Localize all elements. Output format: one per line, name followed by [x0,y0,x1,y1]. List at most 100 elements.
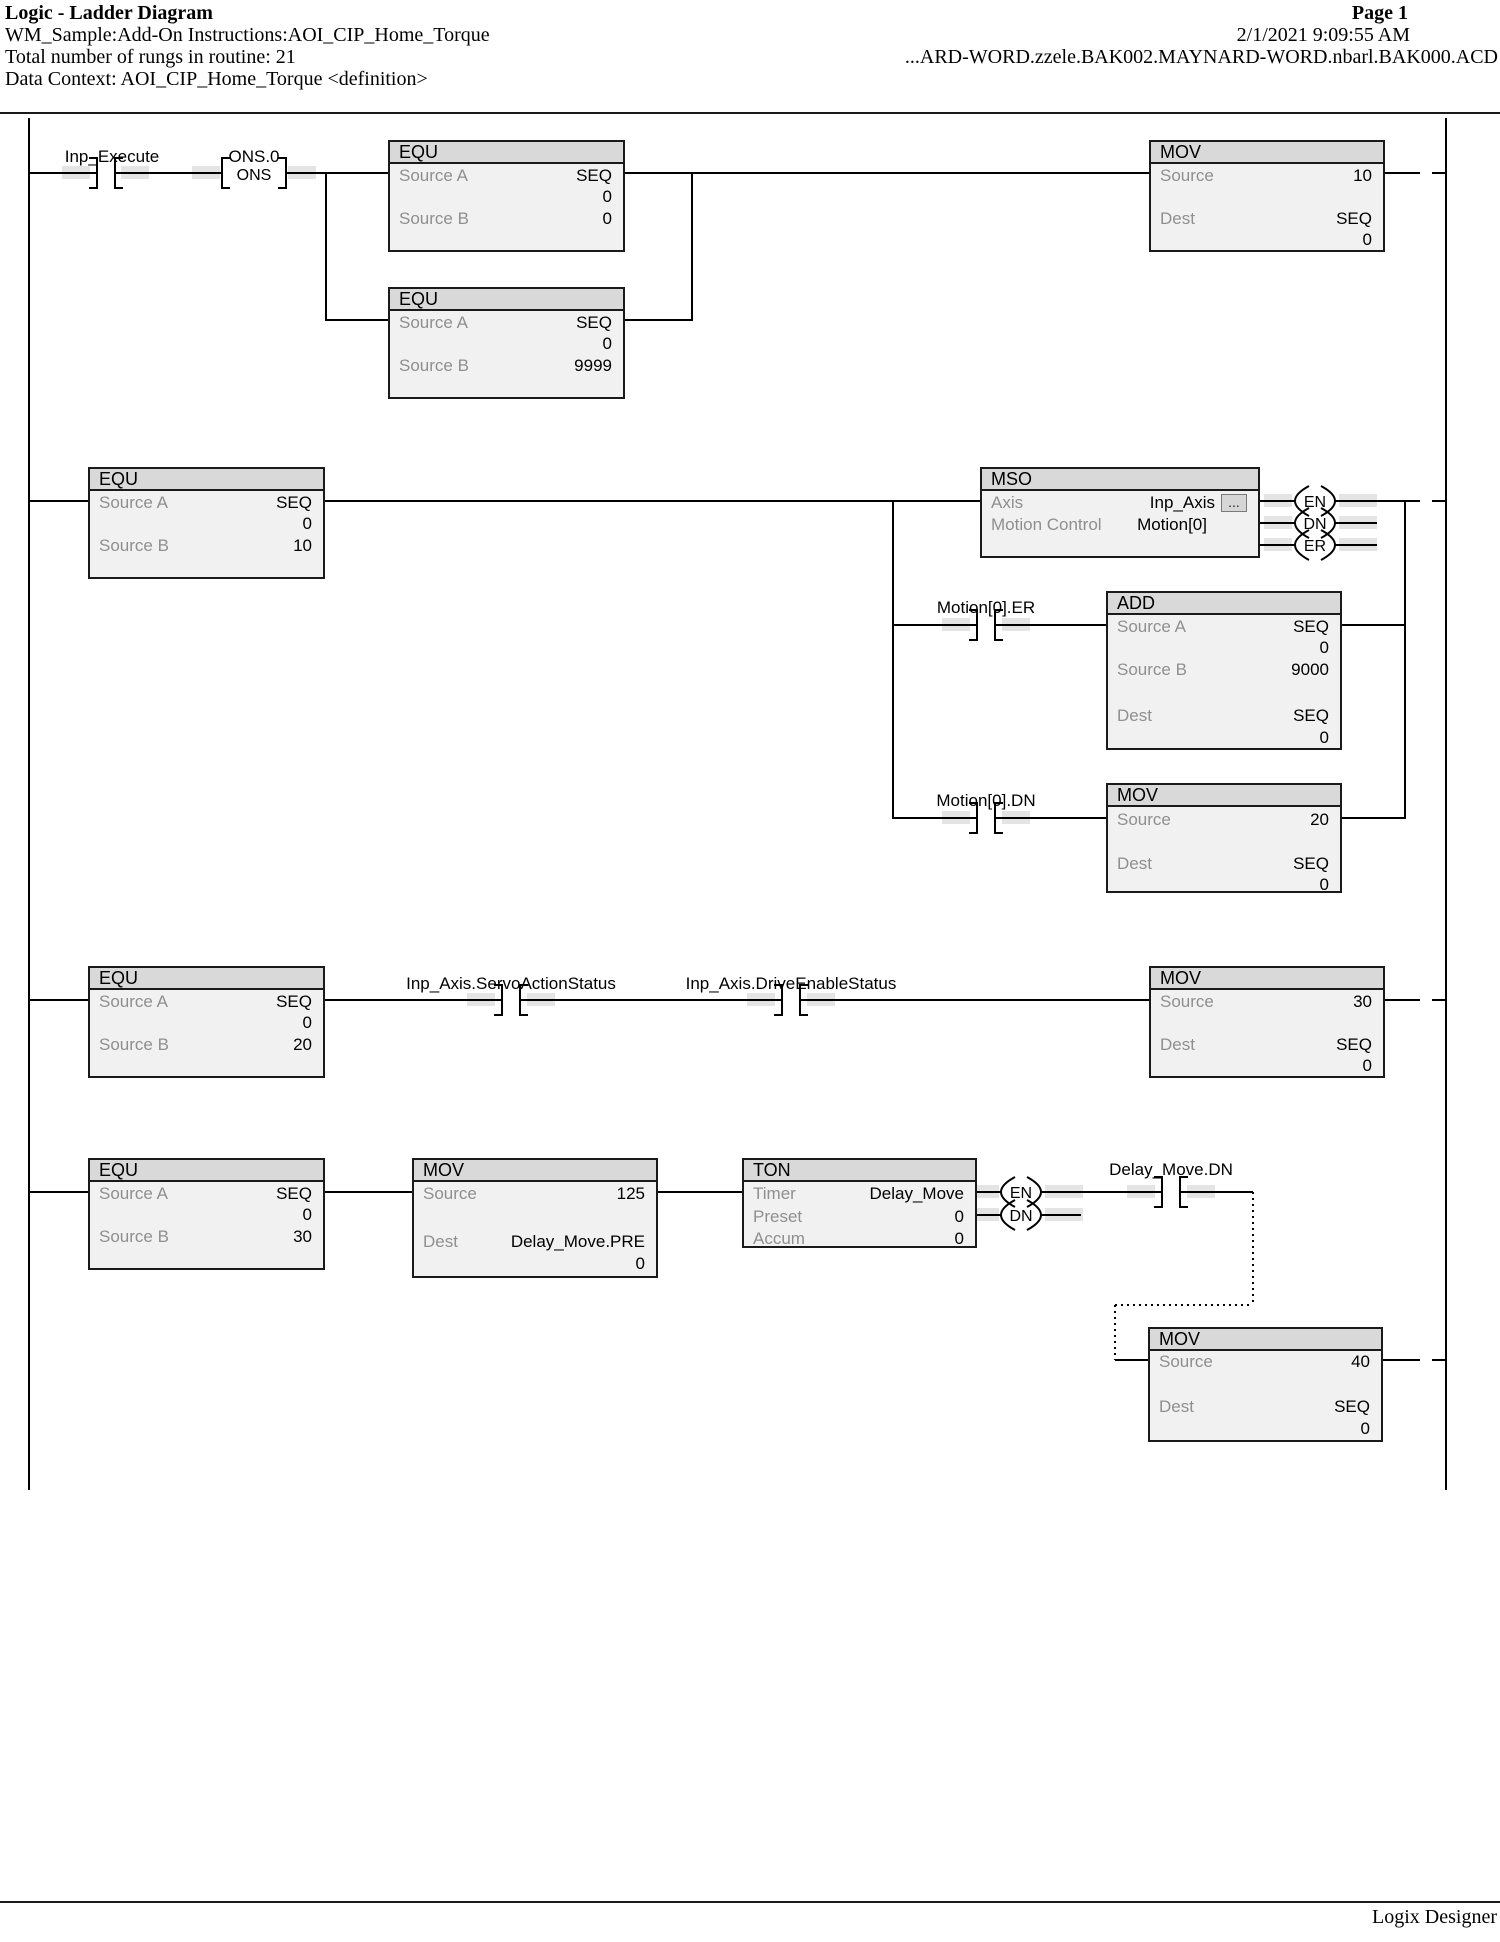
tag-motion-dn: Motion[0].DN [936,791,1036,810]
xic-contact-servo-status[interactable] [494,984,528,1016]
ons-instruction[interactable]: ONS [221,157,287,189]
param-value: Delay_Move [869,1184,965,1203]
ton-dn-coil[interactable]: DN [1000,1199,1042,1231]
footer-app-name: Logix Designer [1372,1906,1497,1928]
mso-instruction[interactable]: MSO Axis Inp_Axis ... Motion Control Mot… [980,467,1260,558]
tag-motion-er: Motion[0].ER [936,598,1036,617]
xic-contact-motion-er[interactable] [969,609,1003,641]
mso-dn-coil[interactable]: DN [1294,507,1336,539]
data-context: Data Context: AOI_CIP_Home_Torque <defin… [5,68,428,90]
routine-path: WM_Sample:Add-On Instructions:AOI_CIP_Ho… [5,24,490,46]
instruction-row: 0 [1159,1419,1370,1439]
xic-contact-drive-status[interactable] [774,984,808,1016]
xic-contact-delay-move-dn[interactable] [1154,1176,1188,1208]
xic-contact-inp-execute[interactable] [89,157,123,189]
param-value: 40 [1351,1352,1370,1371]
param-value: Inp_Axis [1149,493,1215,512]
mnemonic: MSO [991,469,1033,491]
param-value: 9000 [1291,660,1329,679]
param-value: 20 [1310,810,1329,829]
param-label: Accum [753,1229,805,1248]
instruction-row: Source B 20 [99,1035,312,1055]
param-label: Dest [1160,209,1195,228]
param-label: Source B [1117,660,1187,679]
mnemonic: EQU [99,968,139,990]
param-value: SEQ [1293,617,1329,636]
browse-button[interactable]: ... [1221,494,1247,512]
param-label: Source [423,1184,477,1203]
instruction-row: 0 [399,187,612,207]
param-value: SEQ [276,493,312,512]
mnemonic: EQU [99,469,139,491]
mso-en-coil[interactable]: EN [1294,485,1336,517]
param-label: Source B [99,536,169,555]
mnemonic: EQU [99,1160,139,1182]
param-value: SEQ [1293,706,1329,725]
param-value: SEQ [576,166,612,185]
param-value: Motion[0] [1137,515,1207,534]
project-file: ...ARD-WORD.zzele.BAK002.MAYNARD-WORD.nb… [904,46,1498,68]
param-value: SEQ [576,313,612,332]
param-value: 0 [1362,230,1372,249]
param-value: 0 [602,187,612,206]
param-label: Source A [99,1184,168,1203]
ton-en-coil[interactable]: EN [1000,1176,1042,1208]
mnemonic: EQU [399,142,439,164]
param-value: SEQ [1336,1035,1372,1054]
instruction-row: 0 [1160,1056,1372,1076]
param-label: Source B [99,1035,169,1054]
rung-wrap-dotted-wire [1114,1192,1254,1360]
param-value: SEQ [276,1184,312,1203]
tag-ons-bit: ONS.0 [228,147,280,166]
param-value: 10 [1353,166,1372,185]
instruction-row: Dest SEQ [1117,706,1329,726]
param-value: Delay_Move.PRE [510,1232,645,1251]
header-divider [0,112,1500,114]
er-flag: ER [1304,538,1326,555]
instruction-row: 0 [1160,230,1372,250]
param-value: 125 [616,1184,645,1203]
instruction-row: 0 [99,1013,312,1033]
param-label: Source A [99,493,168,512]
param-value: 0 [1319,728,1329,747]
xic-contact-motion-dn[interactable] [969,802,1003,834]
param-label: Source B [399,356,469,375]
param-value: SEQ [1336,209,1372,228]
mso-er-coil[interactable]: ER [1294,529,1336,561]
instruction-row: Dest SEQ [1160,209,1372,229]
param-value: SEQ [1334,1397,1370,1416]
param-value: 10 [293,536,312,555]
param-value: 20 [293,1035,312,1054]
page-number: Page 1 [1351,2,1408,24]
instruction-row: Source B 10 [99,536,312,556]
param-value: 30 [293,1227,312,1246]
tag-servo-status: Inp_Axis.ServoActionStatus [406,974,616,993]
instruction-row: 0 [1117,728,1329,748]
tag-inp-execute: Inp_Execute [64,147,160,166]
dn-flag: DN [1303,516,1326,533]
param-value: 0 [954,1229,964,1248]
param-label: Dest [1117,706,1152,725]
